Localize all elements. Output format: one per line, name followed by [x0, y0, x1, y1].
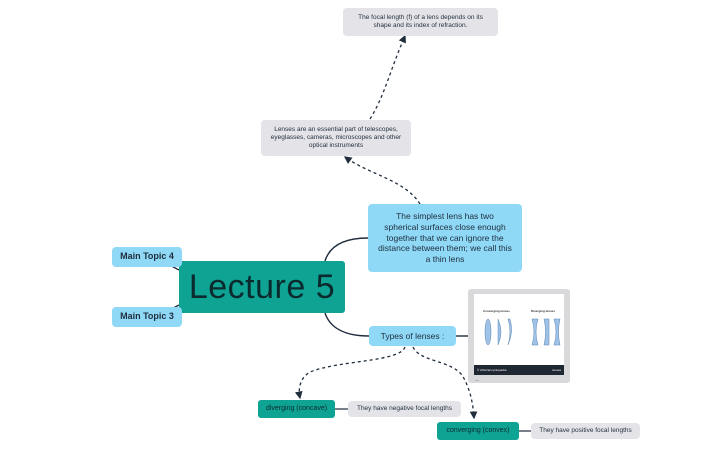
- positive-focal-note[interactable]: They have positive focal lengths: [531, 423, 640, 439]
- lens-shapes-graphic: [484, 318, 561, 346]
- diverging-subtopic[interactable]: diverging (concave): [258, 400, 335, 418]
- diverging-lenses-label: Diverging lenses: [531, 309, 556, 313]
- focal-length-note[interactable]: The focal length (f) of a lens depends o…: [343, 8, 498, 36]
- arrow-to-focal: [369, 34, 406, 120]
- negative-focal-note[interactable]: They have negative focal lengths: [348, 401, 461, 417]
- link-simplest: [324, 237, 369, 262]
- main-topic-4[interactable]: Main Topic 4: [112, 247, 182, 267]
- thumbnail-footer-left: © 2012 Encyclopædia: [477, 368, 507, 372]
- lenses-essential-note[interactable]: Lenses are an essential part of telescop…: [261, 120, 411, 156]
- main-topic-3[interactable]: Main Topic 3: [112, 307, 182, 327]
- converging-lenses-label: Converging lenses: [483, 309, 510, 313]
- thumbnail-footer: © 2012 Encyclopædia lenses: [474, 365, 564, 375]
- simplest-lens-topic[interactable]: The simplest lens has two spherical surf…: [368, 204, 522, 272]
- link-types: [324, 312, 370, 337]
- arrow-to-converging: [412, 346, 478, 420]
- lens-types-image[interactable]: Converging lenses Diverging lenses © 201…: [468, 289, 570, 383]
- central-topic[interactable]: Lecture 5: [179, 261, 345, 313]
- arrow-to-diverging: [294, 346, 406, 400]
- arrow-to-essential: [343, 156, 421, 205]
- types-of-lenses-topic[interactable]: Types of lenses :: [369, 326, 456, 346]
- converging-subtopic[interactable]: converging (convex): [437, 422, 519, 440]
- thumbnail-footer-right: lenses: [552, 368, 561, 372]
- thumbnail-caption: —: [475, 377, 479, 382]
- lens-illustration: Converging lenses Diverging lenses © 201…: [474, 294, 564, 382]
